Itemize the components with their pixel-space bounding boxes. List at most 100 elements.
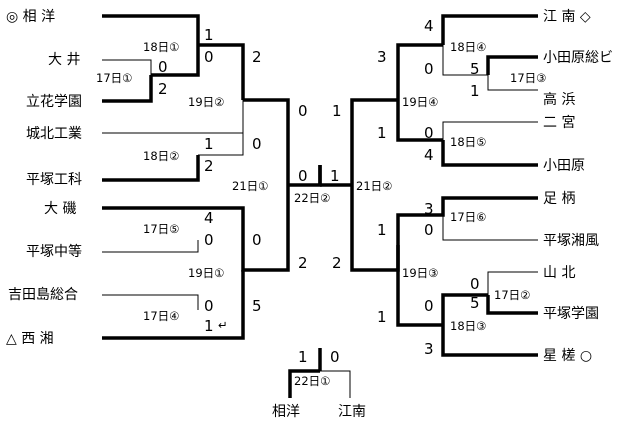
left-line-hiratsuka-kouka xyxy=(102,155,200,182)
left-line-yoshidajima xyxy=(102,294,199,310)
left-score-final-side: 0 xyxy=(298,167,308,185)
right-score-r2c-top: 0 xyxy=(424,297,434,315)
championship-lines xyxy=(288,348,351,398)
left-line-sagami xyxy=(102,14,200,45)
left-score-r1a-bottom: 2 xyxy=(158,80,168,98)
left-score-r1c-top: 0 xyxy=(204,297,214,315)
right-line-r1c-winner xyxy=(441,293,488,325)
right-team-names: 江 南 ◇ 小田原総ビ 高 浜 二 宮 小田原 足 柄 平塚湘風 山 北 平塚学… xyxy=(543,9,613,364)
left-line-qfa-winner xyxy=(243,98,290,185)
champ-left-team: 相洋 xyxy=(272,404,300,420)
left-team-2: 大 井 xyxy=(48,52,80,68)
right-team-9: 平塚学園 xyxy=(543,306,599,322)
left-team-names: ◎ 相 洋 大 井 立花学園 城北工業 平塚工科 大 磯 平塚中等 吉田島総合 … xyxy=(6,9,82,347)
left-score-qfa-top: 2 xyxy=(252,48,262,66)
left-line-r1a-winner xyxy=(151,45,200,77)
right-date-qfa: 19日④ xyxy=(402,95,438,109)
right-team-6: 足 柄 xyxy=(543,191,575,207)
left-team-9: △ 西 湘 xyxy=(6,331,54,347)
left-line-r2a-winner xyxy=(198,43,245,100)
left-score-r2b-top: 1 xyxy=(204,135,214,153)
right-score-qfb-bottom: 1 xyxy=(377,308,387,326)
right-score-r2c-bottom: 3 xyxy=(424,340,434,358)
right-score-sf-top: 1 xyxy=(332,102,342,120)
left-score-sf-top: 0 xyxy=(298,102,308,120)
right-dates: 18日④ 17日③ 19日④ 18日⑤ 21日② 17日⑥ 19日③ 17日② … xyxy=(356,40,546,333)
championship: 1 0 22日① 相洋 江南 xyxy=(272,348,366,420)
left-line-oi xyxy=(102,59,152,75)
left-date-r1c: 17日④ xyxy=(143,309,179,323)
right-date-r2a: 18日④ xyxy=(450,40,486,54)
left-score-r1c-bottom: 1 xyxy=(204,317,214,335)
center-date: 22日② xyxy=(294,191,330,205)
right-date-sf: 21日② xyxy=(356,179,392,193)
left-date-r1a: 17日① xyxy=(96,71,132,85)
right-line-seisa xyxy=(441,325,538,357)
small-return-mark: ↵ xyxy=(218,318,228,332)
left-score-qfb-top: 0 xyxy=(252,231,262,249)
right-line-qfa-winner xyxy=(350,98,398,185)
right-score-qfa-bottom: 1 xyxy=(377,124,387,142)
left-line-tachibana xyxy=(102,75,153,103)
right-line-hiratsuka-shofu xyxy=(442,215,538,241)
left-date-qfb: 19日① xyxy=(188,266,224,280)
right-score-final-side: 1 xyxy=(330,167,340,185)
left-date-r2a: 18日① xyxy=(143,40,179,54)
right-score-qfb-top: 1 xyxy=(377,221,387,239)
champ-right-line xyxy=(320,370,351,398)
right-team-8: 山 北 xyxy=(543,265,575,281)
left-team-6: 大 磯 xyxy=(44,201,76,217)
right-date-r2c: 18日③ xyxy=(450,319,486,333)
champ-right-team: 江南 xyxy=(338,404,366,420)
right-scores: 4 0 5 1 3 1 1 0 4 1 3 0 1 2 0 5 0 1 3 xyxy=(330,17,480,358)
right-line-takahama xyxy=(487,75,538,91)
right-line-konan xyxy=(441,14,538,45)
right-line-r2a-winner xyxy=(396,43,443,100)
right-team-7: 平塚湘風 xyxy=(543,233,599,249)
right-score-r1a-top: 5 xyxy=(470,60,480,78)
right-date-qfb: 19日③ xyxy=(402,266,438,280)
right-date-r1c: 17日② xyxy=(494,288,530,302)
left-scores: 1 0 0 2 2 1 2 0 0 0 4 0 0 2 0 1 5 xyxy=(158,26,308,335)
right-score-r1a-bottom: 1 xyxy=(470,82,480,100)
left-team-5: 平塚工科 xyxy=(26,172,82,188)
left-team-1: ◎ 相 洋 xyxy=(6,9,55,25)
left-line-seisho xyxy=(102,270,245,340)
right-line-odawara xyxy=(441,140,538,167)
left-score-r2a-top: 1 xyxy=(204,26,214,44)
right-team-4: 二 宮 xyxy=(543,115,575,131)
left-line-oiso xyxy=(102,206,245,240)
left-date-sf: 21日① xyxy=(232,179,268,193)
right-line-r2b-join xyxy=(396,100,443,142)
right-line-ninomiya xyxy=(442,121,538,140)
left-date-r1b: 17日⑤ xyxy=(143,222,179,236)
left-line-r2b-join xyxy=(198,130,244,156)
right-team-3: 高 浜 xyxy=(543,91,575,108)
right-score-r1c-top: 0 xyxy=(470,275,480,293)
right-line-r2c-join xyxy=(396,245,443,327)
left-date-r2b: 18日② xyxy=(143,149,179,163)
right-score-r2a-top: 4 xyxy=(424,17,434,35)
right-date-r2b: 18日⑤ xyxy=(450,135,486,149)
right-score-r1b-bottom: 0 xyxy=(424,221,434,239)
right-line-odawara-sogo xyxy=(486,55,538,75)
left-team-8: 吉田島総合 xyxy=(8,287,78,303)
right-score-sf-bottom: 2 xyxy=(332,254,342,272)
right-line-qfb-join xyxy=(350,185,400,272)
left-score-qfa-bottom: 0 xyxy=(252,135,262,153)
left-score-r2b-bottom: 2 xyxy=(204,157,214,175)
left-date-qfa: 19日② xyxy=(188,95,224,109)
right-team-2: 小田原総ビ xyxy=(543,50,613,66)
left-line-hiratsuka-chuto xyxy=(102,240,199,253)
left-score-r2a-bottom: 0 xyxy=(204,48,214,66)
right-date-r1a: 17日③ xyxy=(510,71,546,85)
left-score-r1a-top: 0 xyxy=(158,58,168,76)
champ-left-score: 1 xyxy=(298,348,308,366)
champ-left-line xyxy=(288,369,320,398)
right-team-1: 江 南 ◇ xyxy=(543,9,591,25)
right-score-qfa-top: 3 xyxy=(377,48,387,66)
right-team-5: 小田原 xyxy=(543,158,585,174)
left-dates: 18日① 17日① 19日② 18日② 21日① 17日⑤ 19日① 17日④ xyxy=(96,40,268,323)
right-score-r1b-top: 3 xyxy=(424,200,434,218)
